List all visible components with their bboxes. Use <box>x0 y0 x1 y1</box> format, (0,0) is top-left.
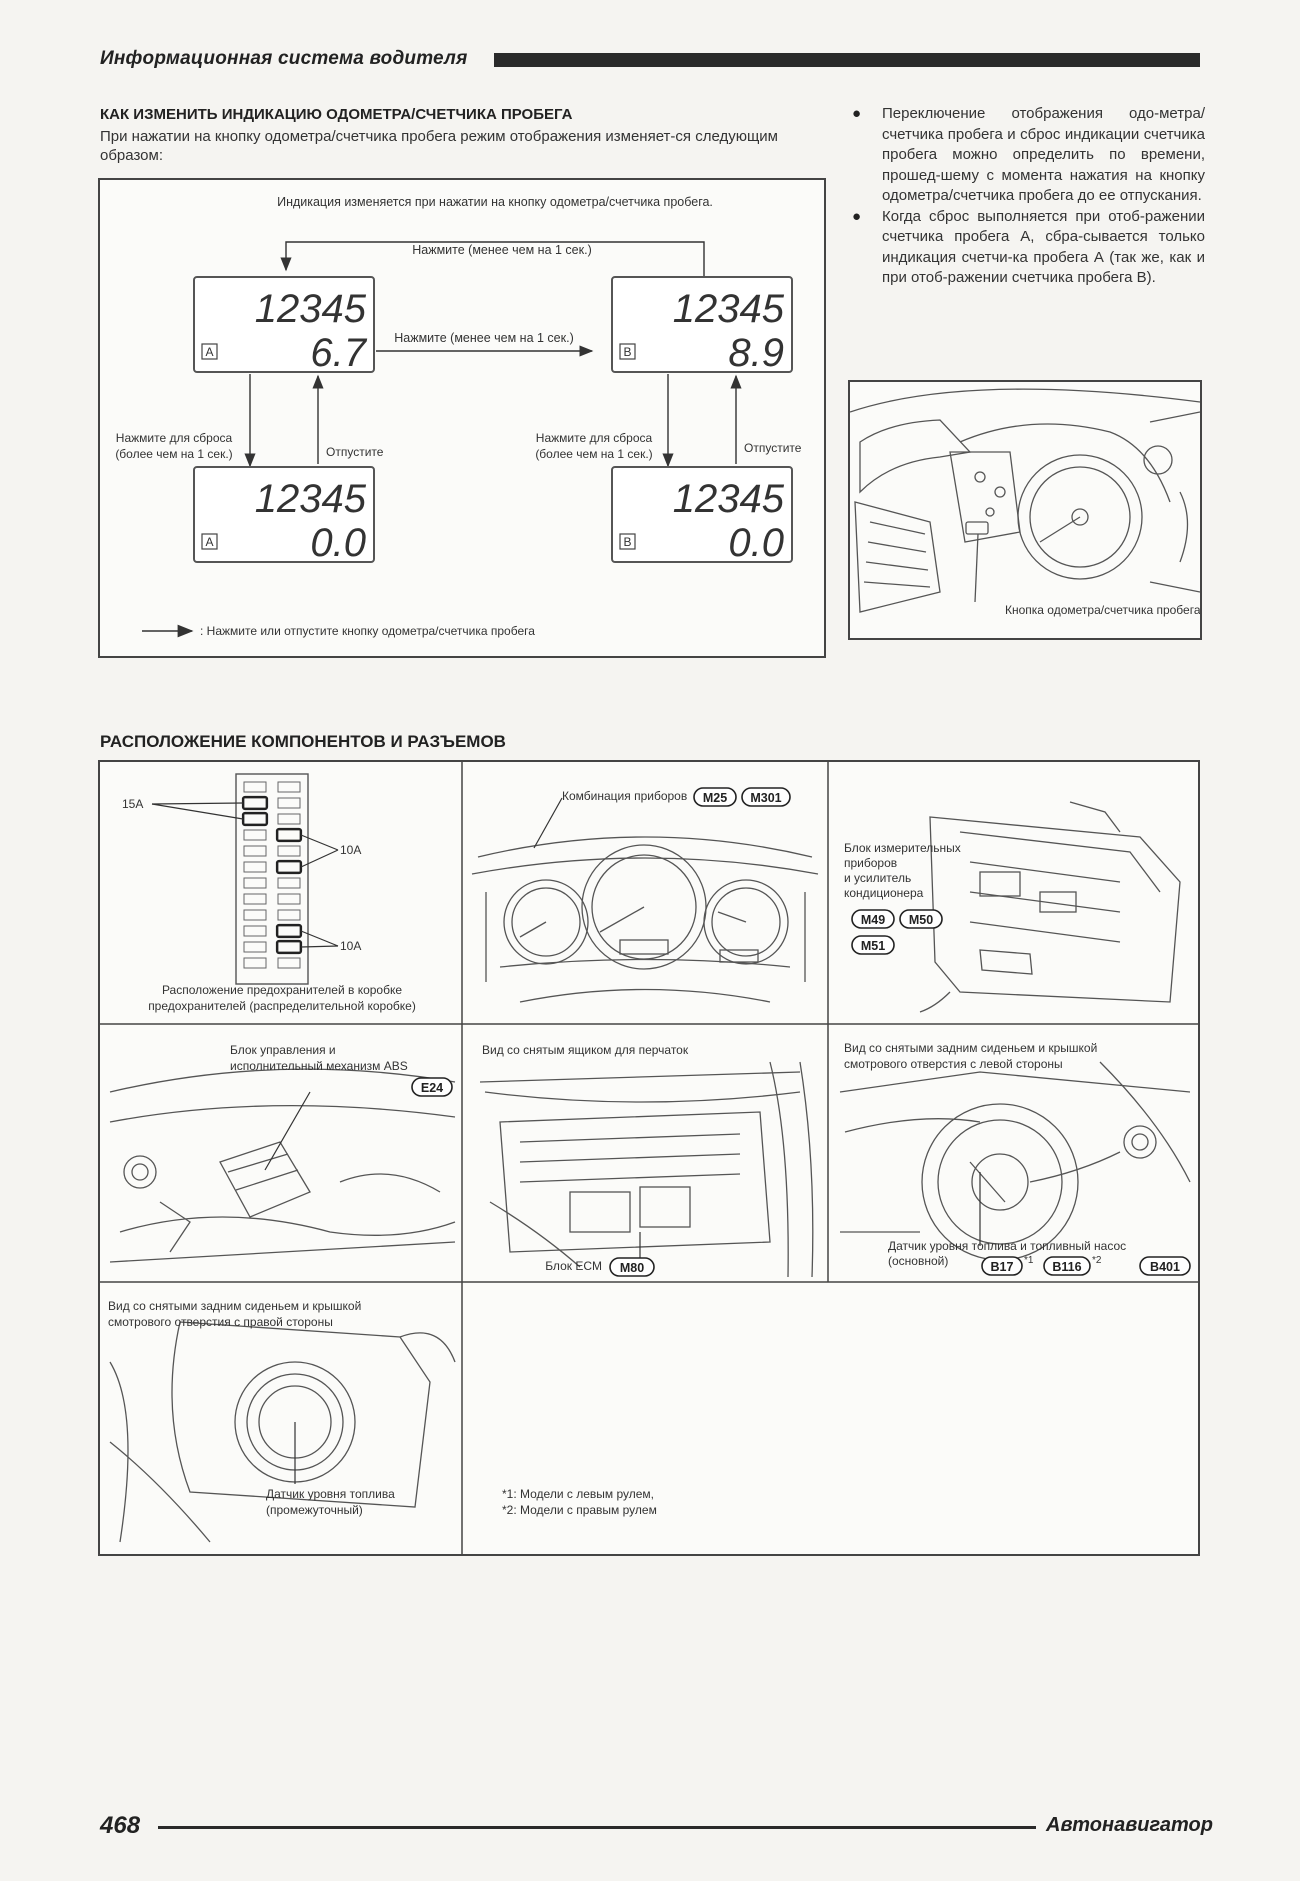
bullet-item-2: Когда сброс выполняется при отоб-ражении… <box>850 207 1205 289</box>
fuse-caption-2: предохранителей (распределительной короб… <box>148 999 416 1013</box>
left-pump-panel: Вид со снятыми задним сиденьем и крышкой… <box>839 1041 1191 1276</box>
left-pump-sensor-1: Датчик уровня топлива и топливный насос <box>888 1239 1126 1253</box>
reset-label-b-2: (более чем на 1 сек.) <box>535 447 652 461</box>
fuse-15a-label: 15A <box>122 797 143 811</box>
abs-line1: Блок управления и <box>230 1043 336 1057</box>
display-b-top <box>611 276 793 373</box>
header-title: Информационная система водителя <box>100 48 468 69</box>
display-b-bottom <box>611 466 793 563</box>
connector-m51: M51 <box>861 939 885 953</box>
connector-m25: M25 <box>703 791 727 805</box>
display-b-top-odo: 12345 <box>673 287 785 331</box>
reset-label-b-1: Нажмите для сброса <box>536 431 653 445</box>
cluster-panel: Комбинация приборов M25 M301 <box>471 787 819 1003</box>
display-a-bottom <box>193 466 375 563</box>
legend-text: : Нажмите или отпустите кнопку одометра/… <box>200 624 535 638</box>
left-pump-line1: Вид со снятыми задним сиденьем и крышкой <box>844 1041 1097 1055</box>
display-b-bottom-odo: 12345 <box>673 477 785 521</box>
ecm-label: Блок ECM <box>545 1259 602 1273</box>
connector-e24: E24 <box>421 1081 443 1095</box>
publisher-name: Автонавигатор <box>1046 1814 1213 1836</box>
abs-panel: Блок управления и исполнительный механиз… <box>109 1043 456 1263</box>
reset-label-a-1: Нажмите для сброса <box>116 431 233 445</box>
left-pump-sensor-2: (основной) <box>888 1254 948 1268</box>
glovebox-label: Вид со снятым ящиком для перчаток <box>482 1043 689 1057</box>
header-bar <box>494 53 1200 67</box>
connector-b17: B17 <box>991 1260 1014 1274</box>
footer-line <box>158 1826 1036 1829</box>
section2-title: РАСПОЛОЖЕНИЕ КОМПОНЕНТОВ И РАЗЪЕМОВ <box>100 732 506 751</box>
glovebox-panel: Вид со снятым ящиком для перчаток Блок E… <box>479 1043 814 1278</box>
dashboard-figure: Кнопка одометра/счетчика пробега <box>848 380 1202 640</box>
section1-title: КАК ИЗМЕНИТЬ ИНДИКАЦИЮ ОДОМЕТРА/СЧЕТЧИКА… <box>100 106 573 123</box>
section1-intro: При нажатии на кнопку одометра/счетчика … <box>100 128 778 164</box>
right-pump-panel: Вид со снятыми задним сиденьем и крышкой… <box>108 1299 456 1543</box>
odometer-diagram-svg: Индикация изменяется при нажатии на кноп… <box>115 195 802 638</box>
top-loop-arrow <box>280 241 705 276</box>
right-pump-sensor-2: (промежуточный) <box>266 1503 363 1517</box>
display-a-top-odo: 12345 <box>255 287 367 331</box>
display-a-top <box>193 276 375 373</box>
note-2: *2: Модели с правым рулем <box>502 1503 657 1517</box>
fuse-10a-label-2: 10A <box>340 939 361 953</box>
meter-line1: Блок измерительных <box>844 841 961 855</box>
bullet-item-1: Переключение отображения одо-метра/счетч… <box>850 104 1205 207</box>
meter-line4: кондиционера <box>844 886 924 900</box>
meter-line3: и усилитель <box>844 871 911 885</box>
display-a-bottom-odo: 12345 <box>255 477 367 521</box>
display-a-bottom-letter: A <box>205 535 213 549</box>
mark-1: *1 <box>1024 1255 1034 1266</box>
fuse-caption-1: Расположение предохранителей в коробке <box>162 983 402 997</box>
fuse-box-panel: 15A 10A 10A Расположение предохранителей… <box>122 773 416 1013</box>
dash-caption: Кнопка одометра/счетчика пробега <box>1005 603 1200 617</box>
display-b-bottom-letter-box <box>619 533 636 550</box>
components-grid-svg: 15A 10A 10A Расположение предохранителей… <box>100 762 1198 1554</box>
right-pump-sensor-1: Датчик уровня топлива <box>266 1487 395 1501</box>
connector-b116: B116 <box>1052 1260 1081 1274</box>
mid-arrow-label: Нажмите (менее чем на 1 сек.) <box>394 331 574 345</box>
release-label-a: Отпустите <box>326 445 384 459</box>
connector-m50: M50 <box>909 913 933 927</box>
cluster-label: Комбинация приборов <box>562 789 687 803</box>
right-pump-line1: Вид со снятыми задним сиденьем и крышкой <box>108 1299 361 1313</box>
connector-m49: M49 <box>861 913 885 927</box>
display-a-top-letter: A <box>205 345 213 359</box>
right-pump-line2: смотрового отверстия с правой стороны <box>108 1315 333 1329</box>
left-pump-line2: смотрового отверстия с левой стороны <box>844 1057 1063 1071</box>
connector-m80: M80 <box>620 1261 644 1275</box>
note-1: *1: Модели с левым рулем, <box>502 1487 654 1501</box>
display-b-top-letter: B <box>623 345 631 359</box>
diagram-caption: Индикация изменяется при нажатии на кноп… <box>277 195 713 209</box>
connector-b401: B401 <box>1150 1260 1180 1274</box>
dashboard-svg: Кнопка одометра/счетчика пробега <box>849 388 1201 617</box>
display-b-bottom-trip: 0.0 <box>728 521 784 565</box>
components-grid: 15A 10A 10A Расположение предохранителей… <box>98 760 1200 1556</box>
abs-line2: исполнительный механизм ABS <box>230 1059 408 1073</box>
top-arrow-label: Нажмите (менее чем на 1 сек.) <box>412 243 592 257</box>
reset-label-a-2: (более чем на 1 сек.) <box>115 447 232 461</box>
display-b-top-trip: 8.9 <box>728 331 784 375</box>
meter-unit-panel: Блок измерительных приборов и усилитель … <box>844 801 1181 1013</box>
mark-2: *2 <box>1092 1255 1102 1266</box>
display-a-top-letter-box <box>201 343 218 360</box>
odometer-diagram: Индикация изменяется при нажатии на кноп… <box>98 178 826 658</box>
release-label-b: Отпустите <box>744 441 802 455</box>
page-number: 468 <box>100 1812 141 1839</box>
bullet-list: Переключение отображения одо-метра/счетч… <box>850 104 1205 289</box>
display-a-top-trip: 6.7 <box>310 331 367 375</box>
display-a-bottom-letter-box <box>201 533 218 550</box>
display-b-top-letter-box <box>619 343 636 360</box>
connector-m301: M301 <box>750 791 781 805</box>
meter-line2: приборов <box>844 856 897 870</box>
fuse-10a-label-1: 10A <box>340 843 361 857</box>
display-b-bottom-letter: B <box>623 535 631 549</box>
display-a-bottom-trip: 0.0 <box>310 521 366 565</box>
